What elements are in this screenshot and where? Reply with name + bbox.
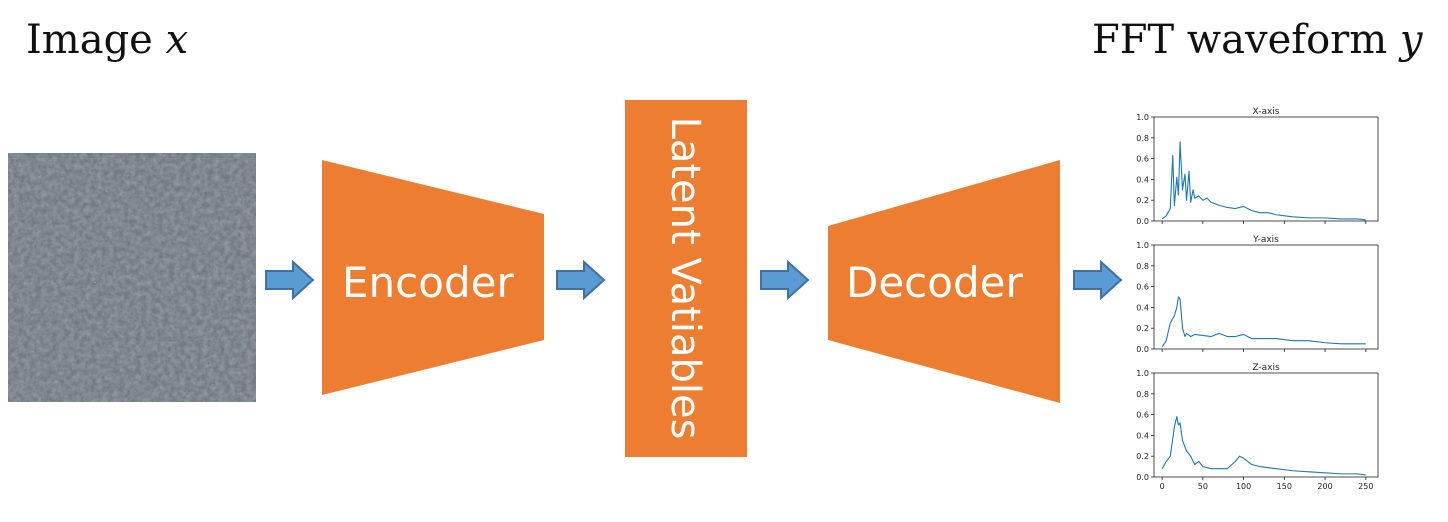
fft-series-line [1161,296,1366,348]
fft-series-line [1161,141,1366,221]
latent-label: Latent Vatiables [662,116,708,440]
y-tick-label: 1.0 [1136,113,1149,122]
right-arrow-icon [760,260,810,300]
decoder-label: Decoder [846,258,1023,307]
output-heading-label: FFT waveform [1092,17,1400,63]
y-tick-label: 0.2 [1136,324,1149,333]
gravel-texture-image [8,153,256,402]
plot-frame [1153,372,1379,478]
y-tick-label: 0.6 [1136,411,1149,420]
panel-title: X-axis [1253,107,1280,117]
x-tick-label: 0 [1160,482,1165,491]
y-tick-label: 0.4 [1136,175,1149,184]
y-tick-label: 0.2 [1136,452,1149,461]
fft-series-line [1161,416,1366,476]
y-tick-label: 0.2 [1136,196,1149,205]
x-tick-label: 50 [1198,482,1208,491]
output-variable: y [1399,17,1423,63]
x-tick-label: 200 [1317,482,1332,491]
plot-frame [1153,116,1379,222]
panel-title: Z-axis [1252,363,1280,373]
y-tick-label: 0.0 [1136,345,1149,354]
input-heading: Image x [26,20,188,60]
encoder-label: Encoder [342,258,514,307]
fft-plot-y-axis: Y-axis 0.0 0.2 0.4 0.6 0.8 1.0 [1136,235,1379,354]
y-tick-label: 0.4 [1136,431,1149,440]
y-tick-label: 0.8 [1136,390,1149,399]
right-arrow-icon [265,260,315,300]
y-tick-label: 0.8 [1136,262,1149,271]
y-tick-label: 0.8 [1136,134,1149,143]
fft-plot-x-axis: X-axis 0.0 0.2 0.4 0.6 0.8 1.0 [1136,107,1379,226]
y-tick-label: 0.0 [1136,217,1149,226]
y-tick-label: 0.6 [1136,155,1149,164]
y-tick-label: 0.6 [1136,283,1149,292]
x-tick-label: 150 [1277,482,1292,491]
right-arrow-icon [556,260,606,300]
x-tick-label: 100 [1236,482,1251,491]
y-tick-label: 0.0 [1136,473,1149,482]
right-arrow-icon [1073,260,1123,300]
y-tick-label: 0.4 [1136,303,1149,312]
input-variable: x [165,17,189,63]
y-tick-label: 1.0 [1136,369,1149,378]
input-heading-label: Image [26,17,166,63]
x-tick-label: 250 [1358,482,1373,491]
plot-frame [1153,244,1379,350]
panel-title: Y-axis [1252,235,1279,245]
fft-plot-z-axis: Z-axis 0.0 0.2 0.4 0.6 0.8 1.0 0 50 100 150 200 250 [1136,363,1379,491]
y-tick-label: 1.0 [1136,241,1149,250]
output-heading: FFT waveform y [1092,20,1423,60]
